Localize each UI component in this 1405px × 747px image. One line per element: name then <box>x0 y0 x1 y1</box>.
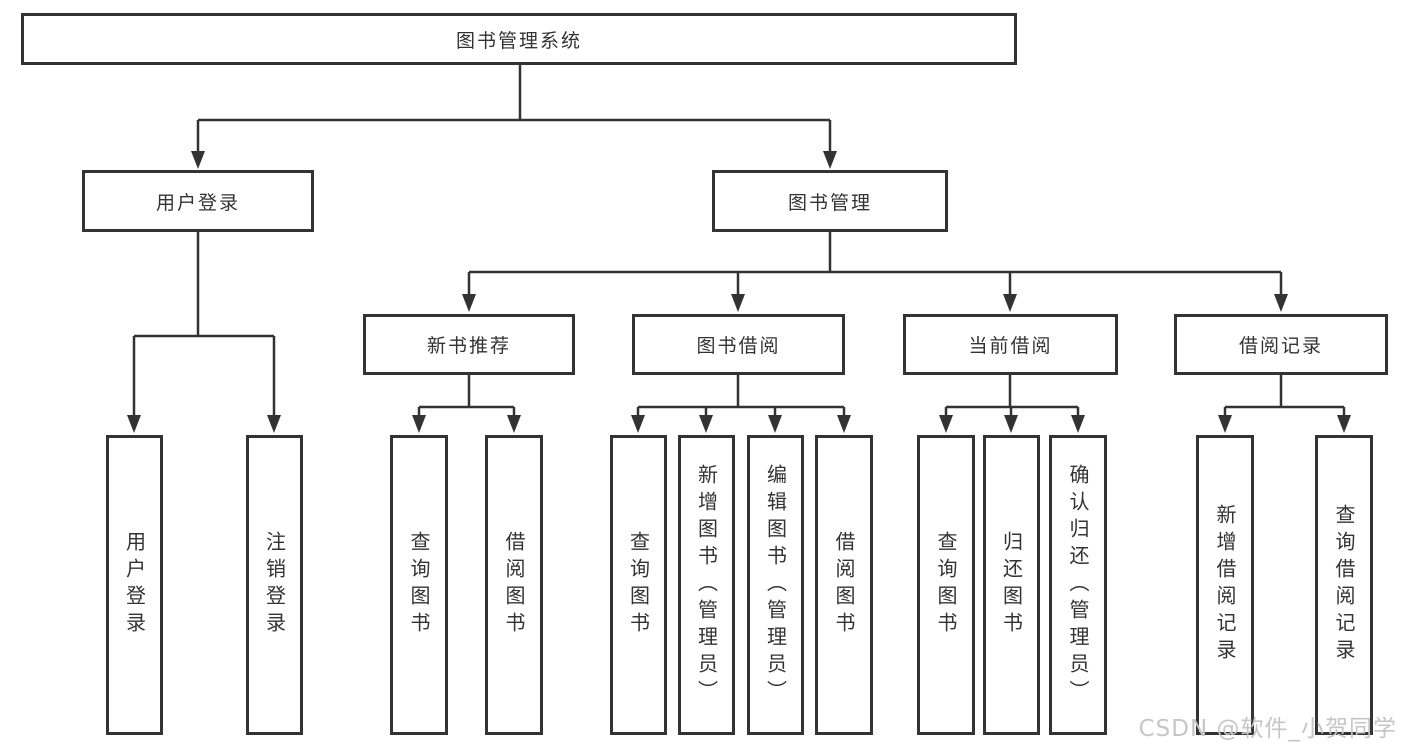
node-book-management: 图书管理 <box>712 170 948 232</box>
arrow-down-icon <box>191 151 205 169</box>
node-label: 图书管理系统 <box>455 29 582 52</box>
arrow-down-icon <box>1003 294 1017 312</box>
node-borrow-records: 借阅记录 <box>1174 314 1388 375</box>
leaf-label: 借阅图书 <box>502 531 526 639</box>
connector-root-to-level2 <box>196 65 832 153</box>
arrow-down-icon <box>823 151 837 169</box>
arrow-down-icon <box>127 415 141 433</box>
leaf-query-books-recommend: 查询图书 <box>390 435 448 735</box>
node-user-login: 用户登录 <box>82 170 314 232</box>
leaf-label: 查询图书 <box>407 531 431 639</box>
leaf-label: 新增图书（管理员） <box>694 463 719 707</box>
leaf-label: 新增借阅记录 <box>1213 504 1237 666</box>
node-new-book-recommend: 新书推荐 <box>363 314 575 375</box>
node-label: 借阅记录 <box>1238 335 1323 357</box>
leaf-logout: 注销登录 <box>246 435 303 735</box>
leaf-label: 注销登录 <box>262 531 287 639</box>
leaf-label: 用户登录 <box>122 531 147 639</box>
connector-recommend-to-leaves <box>417 375 516 418</box>
node-label: 图书管理 <box>787 191 872 214</box>
connector-borrow-to-leaves <box>636 375 846 418</box>
arrow-down-icon <box>939 415 953 433</box>
node-library-system: 图书管理系统 <box>21 13 1017 65</box>
leaf-return-book: 归还图书 <box>983 435 1040 735</box>
arrow-down-icon <box>1337 415 1351 433</box>
node-label: 新书推荐 <box>426 335 511 357</box>
arrow-down-icon <box>1071 415 1085 433</box>
leaf-borrow-books-recommend: 借阅图书 <box>485 435 543 735</box>
leaf-label: 借阅图书 <box>832 531 856 639</box>
leaf-add-book-admin: 新增图书（管理员） <box>678 435 735 735</box>
arrow-down-icon <box>731 294 745 312</box>
node-label: 当前借阅 <box>968 335 1053 357</box>
arrow-down-icon <box>412 415 426 433</box>
connector-login-to-leaves <box>132 232 276 418</box>
leaf-edit-book-admin: 编辑图书（管理员） <box>747 435 804 735</box>
leaf-label: 归还图书 <box>999 531 1024 639</box>
watermark: CSDN @软件_小贺同学 <box>1138 716 1397 742</box>
leaf-label: 查询图书 <box>934 531 958 639</box>
leaf-add-borrow-record: 新增借阅记录 <box>1196 435 1254 735</box>
arrow-down-icon <box>837 415 851 433</box>
leaf-label: 确认归还（管理员） <box>1066 463 1090 707</box>
arrow-down-icon <box>631 415 645 433</box>
arrow-down-icon <box>267 415 281 433</box>
leaf-borrow-books: 借阅图书 <box>815 435 873 735</box>
connector-records-to-leaves <box>1223 375 1346 418</box>
node-label: 图书借阅 <box>696 335 781 357</box>
leaf-confirm-return-admin: 确认归还（管理员） <box>1049 435 1107 735</box>
node-book-borrow: 图书借阅 <box>632 314 845 375</box>
leaf-label: 查询借阅记录 <box>1332 504 1356 666</box>
arrow-down-icon <box>768 415 782 433</box>
leaf-label: 查询图书 <box>626 531 651 639</box>
leaf-user-login: 用户登录 <box>106 435 163 735</box>
arrow-down-icon <box>1004 415 1018 433</box>
node-label: 用户登录 <box>155 191 240 214</box>
connector-current-to-leaves <box>944 375 1080 418</box>
arrow-down-icon <box>507 415 521 433</box>
node-current-borrow: 当前借阅 <box>903 314 1118 375</box>
arrow-down-icon <box>462 294 476 312</box>
leaf-query-books-borrow: 查询图书 <box>610 435 667 735</box>
arrow-down-icon <box>1274 294 1288 312</box>
connector-mgmt-to-level3 <box>467 232 1283 296</box>
leaf-query-books-current: 查询图书 <box>917 435 975 735</box>
leaf-query-borrow-record: 查询借阅记录 <box>1315 435 1373 735</box>
leaf-label: 编辑图书（管理员） <box>763 463 788 707</box>
arrow-down-icon <box>1218 415 1232 433</box>
arrowheads <box>127 151 1351 433</box>
arrow-down-icon <box>699 415 713 433</box>
